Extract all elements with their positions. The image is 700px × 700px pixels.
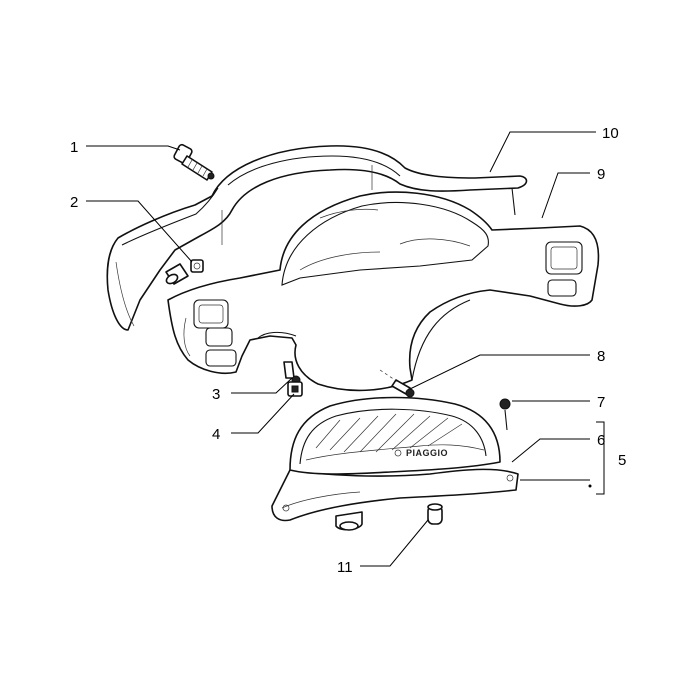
callout-8: 8 [597, 348, 605, 365]
callout-11: 11 [337, 559, 353, 576]
part-8-screw [379, 369, 415, 398]
brand-label: PIAGGIO [406, 448, 448, 458]
callout-4: 4 [212, 426, 220, 443]
callout-7: 7 [597, 394, 605, 411]
callout-5: 5 [618, 452, 626, 469]
callout-10: 10 [602, 125, 619, 142]
callout-1: 1 [70, 139, 78, 156]
part-2-nut [165, 259, 204, 285]
leader-lines [86, 131, 605, 567]
callout-9: 9 [597, 166, 605, 183]
callout-2: 2 [70, 194, 78, 211]
part-5-instrument-cluster: PIAGGIO [271, 396, 519, 531]
part-10-handlebar-cover [106, 145, 528, 331]
part-9-front-cover [167, 191, 600, 392]
part-1-screw [173, 143, 215, 181]
part-7-screw [499, 398, 511, 431]
part-4-clip [287, 381, 303, 397]
callout-6: 6 [597, 432, 605, 449]
part-3-screw [283, 361, 301, 385]
callout-3: 3 [212, 386, 220, 403]
callout-numbers: 1 2 3 4 5 6 7 8 9 10 11 [70, 125, 626, 576]
part-11-bulb [427, 503, 443, 525]
